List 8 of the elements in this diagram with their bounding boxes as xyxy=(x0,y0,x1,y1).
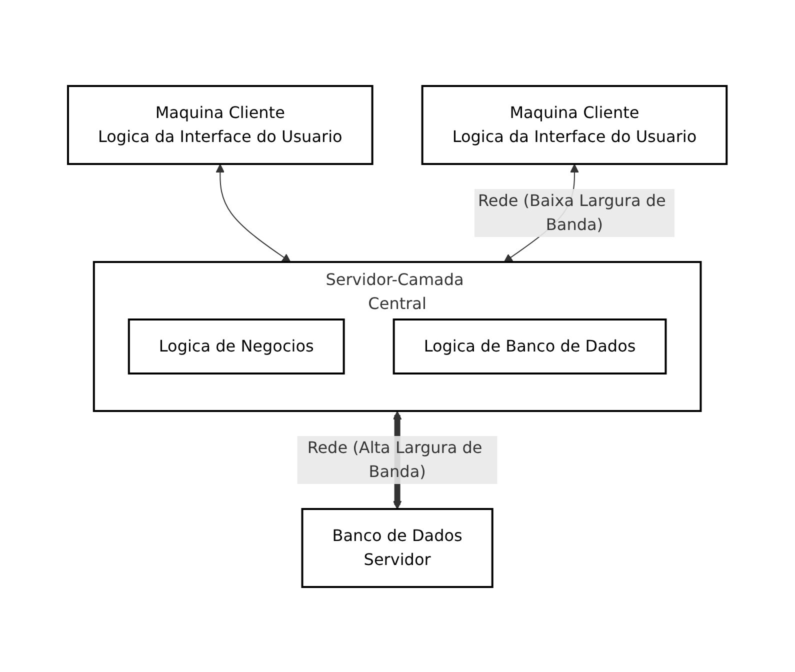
edge-label: Rede (Baixa Largura de Banda) xyxy=(478,190,666,234)
arrow xyxy=(216,164,292,262)
node-box: Maquina Cliente Logica da Interface do Usuario xyxy=(67,84,374,164)
node-box: Logica de Banco de Dados xyxy=(393,318,667,374)
edge-label: Rede (Alta Largura de Banda) xyxy=(308,438,482,480)
node-box: Logica de Negocios xyxy=(128,318,346,374)
node-box: Banco de Dados Servidor xyxy=(301,508,494,588)
node-box: Maquina Cliente Logica da Interface do Usuario xyxy=(422,84,728,164)
